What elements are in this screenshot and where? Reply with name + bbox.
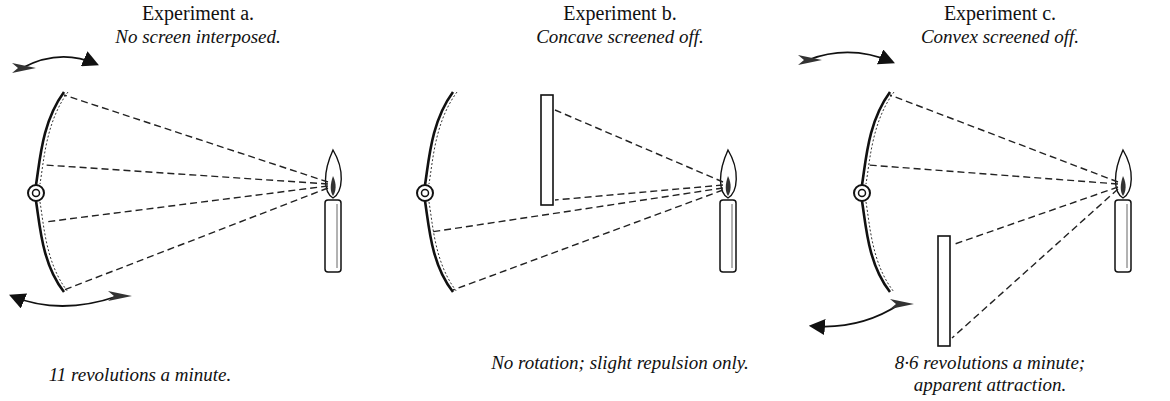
flame-core bbox=[1121, 176, 1126, 196]
pivot bbox=[417, 185, 433, 201]
experiment-condition: Convex screened off. bbox=[850, 26, 1150, 48]
candle-shade bbox=[732, 204, 733, 268]
flame bbox=[1116, 150, 1132, 198]
light-ray bbox=[64, 188, 328, 290]
experiment-heading: Experiment a. bbox=[48, 2, 348, 24]
experiment-heading: Experiment b. bbox=[470, 2, 770, 24]
arrow-feather bbox=[12, 63, 36, 73]
light-ray bbox=[45, 165, 328, 184]
result-note: 11 revolutions a minute. bbox=[10, 364, 270, 386]
light-ray bbox=[952, 187, 1118, 245]
candle bbox=[325, 200, 341, 272]
candle bbox=[720, 200, 736, 272]
experiment-condition: No screen interposed. bbox=[48, 26, 348, 48]
vane-coating bbox=[866, 92, 894, 184]
pivot-center bbox=[33, 190, 40, 197]
flame-core bbox=[726, 176, 731, 196]
result-note: 8·6 revolutions a minute; apparent attra… bbox=[870, 352, 1110, 396]
rotation-arrow bbox=[12, 296, 118, 306]
vane-lower bbox=[425, 201, 453, 292]
vane-lower bbox=[862, 201, 890, 292]
vane-coating bbox=[866, 202, 894, 292]
pivot bbox=[854, 185, 870, 201]
rotation-arrow bbox=[22, 57, 96, 68]
experiment-condition: Concave screened off. bbox=[470, 26, 770, 48]
rotation-arrow bbox=[808, 52, 892, 62]
candle bbox=[1115, 200, 1131, 272]
experiment-heading: Experiment c. bbox=[850, 2, 1150, 24]
vane-coating bbox=[429, 202, 457, 292]
result-note: No rotation; slight repulsion only. bbox=[489, 352, 751, 374]
arrow-feather bbox=[108, 291, 132, 301]
vane-lower bbox=[36, 201, 64, 292]
arrow-feather bbox=[890, 299, 914, 309]
screen bbox=[541, 95, 553, 205]
candle-shade bbox=[337, 204, 338, 268]
light-ray bbox=[431, 188, 723, 232]
pivot-center bbox=[859, 190, 866, 197]
light-ray bbox=[952, 189, 1118, 338]
screen bbox=[938, 236, 950, 346]
light-ray bbox=[868, 165, 1118, 184]
vane-coating bbox=[40, 92, 68, 184]
flame-core bbox=[331, 176, 336, 196]
arrow-feather bbox=[798, 55, 822, 65]
pivot-center bbox=[422, 190, 429, 197]
light-ray bbox=[555, 110, 723, 182]
rotation-arrow bbox=[812, 304, 900, 327]
light-ray bbox=[890, 95, 1118, 182]
flame bbox=[721, 150, 737, 198]
vane-coating bbox=[429, 92, 457, 184]
flame bbox=[326, 150, 342, 198]
apparatus bbox=[12, 52, 1131, 346]
pivot bbox=[28, 185, 44, 201]
light-ray bbox=[453, 190, 723, 290]
candle-shade bbox=[1127, 204, 1128, 268]
vane-coating bbox=[40, 202, 68, 292]
